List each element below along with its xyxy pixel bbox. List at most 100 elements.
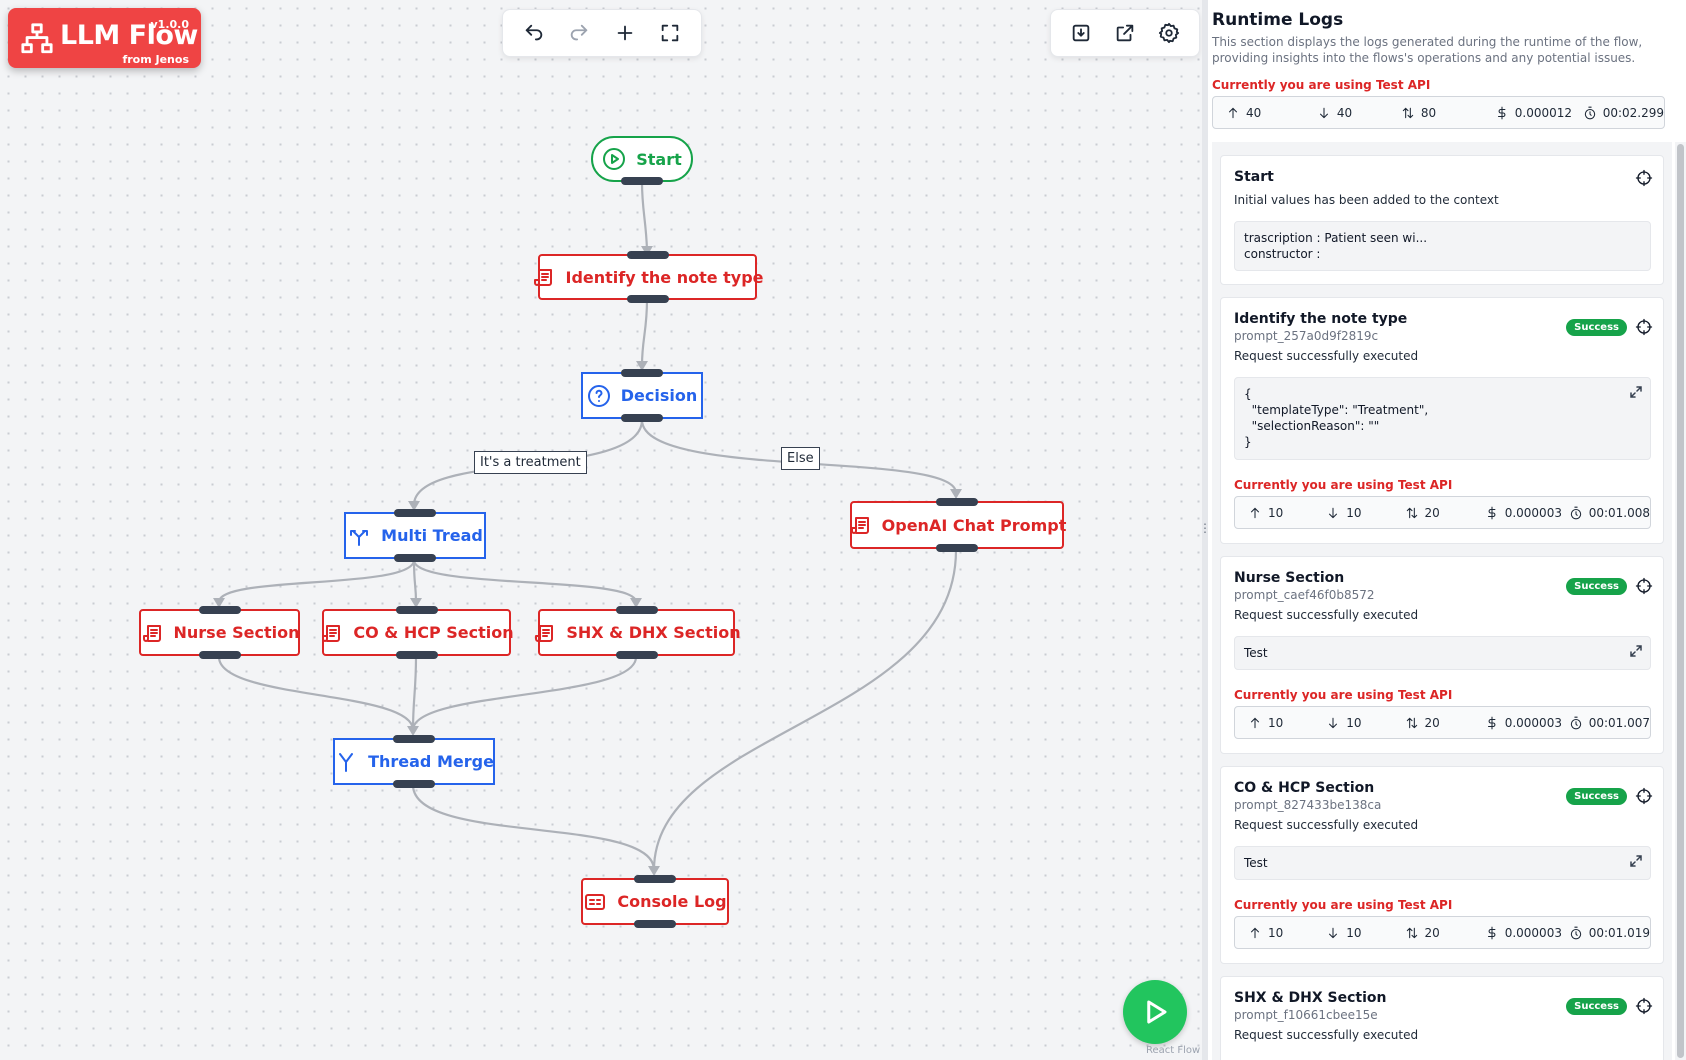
log-message: Request successfully executed bbox=[1234, 1028, 1419, 1042]
crosshair-icon[interactable] bbox=[1635, 318, 1653, 336]
app-name: LLM Flow bbox=[60, 20, 198, 51]
log-id: prompt_caef46f0b8572 bbox=[1234, 588, 1375, 602]
node-label: Nurse Section bbox=[173, 623, 300, 642]
log-actions bbox=[1635, 169, 1653, 187]
console-icon bbox=[585, 893, 606, 910]
stopwatch-icon bbox=[1570, 506, 1581, 519]
output-handle[interactable] bbox=[393, 780, 435, 788]
api-note: Currently you are using Test API bbox=[1234, 478, 1453, 492]
arrows-up-down-icon bbox=[1402, 107, 1414, 118]
output-handle[interactable] bbox=[634, 920, 676, 928]
input-handle[interactable] bbox=[621, 369, 663, 377]
log-title: Nurse Section bbox=[1234, 570, 1345, 586]
cost: 0.000003 bbox=[1485, 716, 1569, 730]
edge-arrow bbox=[950, 489, 962, 499]
run-flow-button[interactable] bbox=[1123, 980, 1187, 1044]
redo-button[interactable] bbox=[559, 13, 599, 53]
tokens-down: 10 bbox=[1326, 716, 1404, 730]
arrow-down-icon bbox=[1319, 107, 1328, 118]
node-identify-note-type[interactable]: Identify the note type bbox=[534, 251, 764, 303]
undo-button[interactable] bbox=[514, 13, 554, 53]
fullscreen-icon bbox=[662, 24, 679, 42]
tokens-up: 40 bbox=[1226, 106, 1317, 120]
node-decision[interactable]: Decision bbox=[581, 369, 703, 422]
log-stats: 10 10 20 0.000003 00:01.019 bbox=[1234, 916, 1651, 949]
output-handle[interactable] bbox=[198, 651, 241, 659]
output-handle[interactable] bbox=[626, 295, 669, 303]
scrollbar-thumb[interactable] bbox=[1677, 144, 1684, 1058]
node-multi-thread[interactable]: Multi Tread bbox=[344, 509, 486, 562]
panel-header: Runtime Logs This section displays the l… bbox=[1208, 0, 1686, 129]
log-scrollbar[interactable] bbox=[1675, 142, 1686, 1060]
edge-label-treatment[interactable]: It's a treatment bbox=[474, 451, 587, 474]
output-handle[interactable] bbox=[621, 414, 663, 422]
settings-button[interactable] bbox=[1149, 13, 1189, 53]
output-handle[interactable] bbox=[395, 651, 438, 659]
arrows-up-down-icon bbox=[1406, 927, 1417, 938]
expand-icon[interactable] bbox=[1630, 645, 1642, 657]
node-thread-merge[interactable]: Thread Merge bbox=[333, 735, 495, 788]
node-start[interactable]: Start bbox=[591, 136, 693, 185]
play-icon bbox=[1147, 1000, 1167, 1024]
flow-canvas[interactable]: LLM Flow v1.0.0 from Jenos bbox=[0, 0, 1202, 1060]
scroll-icon bbox=[534, 269, 553, 286]
react-flow-attribution[interactable]: React Flow bbox=[1146, 1045, 1201, 1056]
status-badge: Success bbox=[1566, 318, 1627, 336]
crosshair-icon[interactable] bbox=[1635, 577, 1653, 595]
tokens-down: 40 bbox=[1317, 106, 1401, 120]
crosshair-icon[interactable] bbox=[1635, 997, 1653, 1015]
output-handle[interactable] bbox=[394, 554, 436, 562]
crosshair-icon[interactable] bbox=[1635, 787, 1653, 805]
tokens-down: 10 bbox=[1326, 506, 1404, 520]
node-label: Start bbox=[636, 149, 682, 169]
log-output: { "templateType": "Treatment", "selectio… bbox=[1234, 377, 1651, 460]
expand-icon[interactable] bbox=[1630, 855, 1642, 867]
merge-icon bbox=[339, 752, 354, 772]
tokens-total: 20 bbox=[1405, 716, 1485, 730]
arrow-down-icon bbox=[1329, 717, 1338, 728]
input-handle[interactable] bbox=[615, 606, 658, 614]
output-handle[interactable] bbox=[615, 651, 658, 659]
input-handle[interactable] bbox=[626, 251, 669, 259]
question-circle-icon bbox=[587, 384, 610, 407]
input-handle[interactable] bbox=[393, 735, 435, 743]
panel-resize-handle[interactable] bbox=[1202, 0, 1208, 1060]
log-output: trascription : Patient seen wi... constr… bbox=[1234, 221, 1651, 271]
arrow-up-icon bbox=[1250, 717, 1260, 728]
tokens-total: 20 bbox=[1405, 926, 1485, 940]
node-console-log[interactable]: Console Log bbox=[581, 875, 729, 928]
crosshair-icon[interactable] bbox=[1635, 169, 1653, 187]
input-handle[interactable] bbox=[394, 509, 436, 517]
input-handle[interactable] bbox=[936, 498, 978, 506]
tokens-total: 20 bbox=[1405, 506, 1485, 520]
log-actions: Success bbox=[1566, 577, 1653, 595]
log-title: CO & HCP Section bbox=[1234, 780, 1375, 796]
node-nurse-section[interactable]: Nurse Section bbox=[139, 606, 300, 659]
import-button[interactable] bbox=[1061, 13, 1101, 53]
api-note: Currently you are using Test API bbox=[1212, 78, 1431, 92]
edge-shx-merge bbox=[411, 656, 638, 731]
log-message: Request successfully executed bbox=[1234, 818, 1419, 832]
fit-view-button[interactable] bbox=[650, 13, 690, 53]
log-id: prompt_f10661cbee15e bbox=[1234, 1008, 1378, 1022]
cost: 0.000003 bbox=[1485, 926, 1569, 940]
output-handle[interactable] bbox=[936, 544, 978, 552]
log-card-identify-note-type: Identify the note type Success prompt_25… bbox=[1220, 297, 1664, 544]
input-handle[interactable] bbox=[395, 606, 438, 614]
node-co-hcp-section[interactable]: CO & HCP Section bbox=[322, 606, 514, 659]
add-node-button[interactable] bbox=[605, 13, 645, 53]
input-handle[interactable] bbox=[634, 875, 676, 883]
node-openai-chat-prompt[interactable]: OpenAI Chat Prompt bbox=[850, 498, 1066, 552]
input-handle[interactable] bbox=[198, 606, 241, 614]
edge-label-else[interactable]: Else bbox=[781, 447, 820, 470]
export-button[interactable] bbox=[1105, 13, 1145, 53]
log-list[interactable]: Start Initial values has been added to t… bbox=[1212, 142, 1672, 1060]
output-handle[interactable] bbox=[621, 177, 663, 185]
edge-arrow bbox=[636, 361, 648, 371]
expand-icon[interactable] bbox=[1630, 386, 1642, 398]
external-link-icon bbox=[1116, 24, 1134, 42]
edge-openai-console bbox=[652, 549, 958, 871]
sitemap-icon bbox=[21, 23, 53, 54]
total-stats: 40 40 80 0.000012 00:02.299 bbox=[1212, 96, 1665, 129]
node-shx-dhx-section[interactable]: SHX & DHX Section bbox=[535, 606, 741, 659]
